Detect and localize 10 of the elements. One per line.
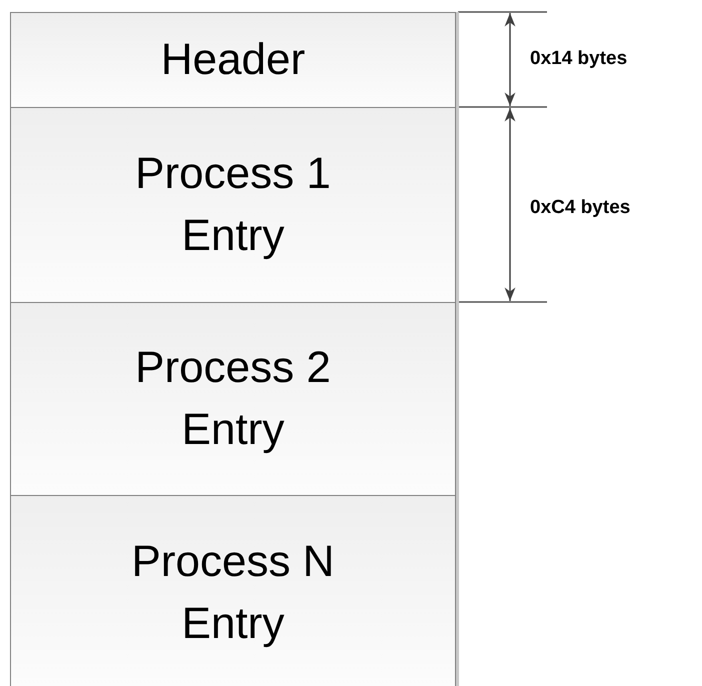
memory-block [10,302,456,496]
block-label: Process 2 Entry [134,342,332,456]
dimension-label: 0xC4 bytes [530,197,630,219]
block-label: Process 1 Entry [134,148,332,262]
block-label: Header [160,34,306,86]
memory-block [10,495,456,686]
memory-block [10,107,456,303]
memory-block [10,12,456,108]
dimension-label: 0x14 bytes [530,48,628,70]
block-label: Process N Entry [130,536,336,650]
